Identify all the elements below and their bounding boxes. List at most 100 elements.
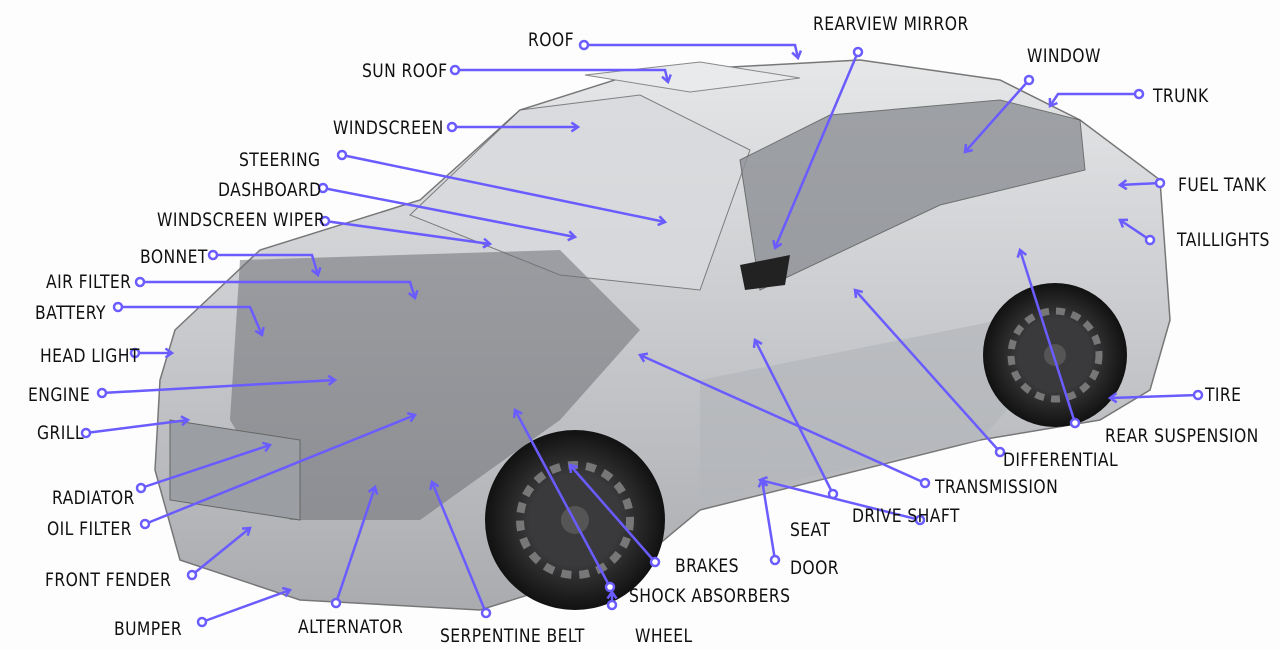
leader-start-dot-icon [1133,88,1145,100]
arrowhead-icon [429,479,440,491]
leader-start-dot-icon [852,46,864,58]
arrowhead-icon [853,288,864,299]
arrowhead-icon [482,237,493,249]
leader-start-dot-icon [919,477,931,489]
arrowhead-icon [261,441,273,453]
label-taillights: TAILLIGHTS [1177,229,1270,251]
leader-line [584,43,800,59]
leader-start-dot-icon [196,616,208,628]
leader-line [760,479,777,561]
arrowhead-icon [1107,392,1118,404]
arrowhead-icon [407,289,419,301]
leader-start-dot-icon [449,64,461,76]
label-rear-suspension: REAR SUSPENSION [1105,425,1259,447]
leader-line [964,79,1030,153]
arrowhead-icon [752,338,763,349]
label-rearview-mirror: REARVIEW MIRROR [813,13,969,35]
leader-start-dot-icon [129,347,141,359]
leader-start-dot-icon [1154,177,1166,189]
leader-line [753,339,835,495]
label-steering: STEERING [239,149,321,171]
label-battery: BATTERY [35,302,106,324]
label-door: DOOR [790,557,839,579]
leader-line [85,418,189,435]
label-windscreen-wiper: WINDSCREEN WIPER [157,209,326,231]
leader-line [430,481,488,614]
label-air-filter: AIR FILTER [46,271,132,293]
arrowhead-icon [757,476,768,487]
leader-line [101,378,336,395]
label-sun-roof: SUN ROOF [362,60,448,82]
label-alternator: ALTERNATOR [298,616,404,638]
leader-line [1119,181,1161,187]
leader-line [569,464,656,563]
arrowhead-icon [367,484,379,496]
leader-start-dot-icon [317,182,329,194]
arrowhead-icon [1016,247,1028,259]
leader-start-dot-icon [207,249,219,261]
arrowhead-icon [570,121,581,133]
arrowhead-icon [327,374,338,386]
leader-start-dot-icon [80,427,92,439]
arrowhead-icon [512,408,523,419]
arrowhead-icon [568,463,579,474]
leader-line [759,478,921,522]
arrowhead-icon [1048,97,1058,108]
leader-start-dot-icon [112,301,124,313]
label-windscreen: WINDSCREEN [333,117,444,139]
leader-start-dot-icon [649,556,661,568]
label-fuel-tank: FUEL TANK [1178,174,1267,196]
leader-line [1048,92,1139,107]
label-tire: TIRE [1205,384,1242,406]
label-wheel: WHEEL [635,625,693,647]
leader-start-dot-icon [336,149,348,161]
arrowhead-icon [637,352,649,363]
arrowhead-icon [661,74,672,85]
label-transmission: TRANSMISSION [935,476,1059,498]
leader-line [322,186,576,239]
leader-line [341,153,666,224]
arrowhead-icon [772,239,783,251]
leader-line [1018,249,1077,424]
arrowhead-icon [164,347,175,359]
label-drive-shaft: DRIVE SHAFT [852,505,960,527]
arrowhead-icon [310,266,322,278]
label-radiator: RADIATOR [52,487,135,509]
arrowhead-icon [791,50,803,61]
leader-line [140,280,417,299]
leader-lines [80,39,1204,628]
leader-start-dot-icon [604,581,616,593]
leader-start-dot-icon [1069,417,1081,429]
leader-start-dot-icon [135,482,147,494]
leader-line [213,253,320,276]
arrowhead-icon [963,143,974,154]
leader-line [334,486,377,604]
label-seat: SEAT [790,519,831,541]
label-engine: ENGINE [28,384,91,406]
leader-start-dot-icon [480,607,492,619]
leader-line [144,413,416,526]
label-front-fender: FRONT FENDER [45,569,172,591]
arrowhead-icon [1118,218,1129,228]
leader-line [455,68,670,83]
leader-start-dot-icon [1192,389,1204,401]
leader-line [140,443,271,490]
leader-start-dot-icon [134,276,146,288]
leader-line [1119,218,1151,242]
leader-start-dot-icon [96,387,108,399]
label-serpentine-belt: SERPENTINE BELT [440,625,585,647]
leader-start-dot-icon [1144,234,1156,246]
leader-line [118,305,264,336]
label-roof: ROOF [528,29,574,51]
arrowhead-icon [281,586,293,598]
leader-line [639,353,926,485]
leader-start-dot-icon [139,518,151,530]
label-bonnet: BONNET [140,246,208,268]
leader-line [1109,393,1199,400]
label-brakes: BRAKES [675,555,739,577]
leader-start-dot-icon [578,39,590,51]
leader-start-dot-icon [319,215,331,227]
arrowhead-icon [254,326,265,338]
